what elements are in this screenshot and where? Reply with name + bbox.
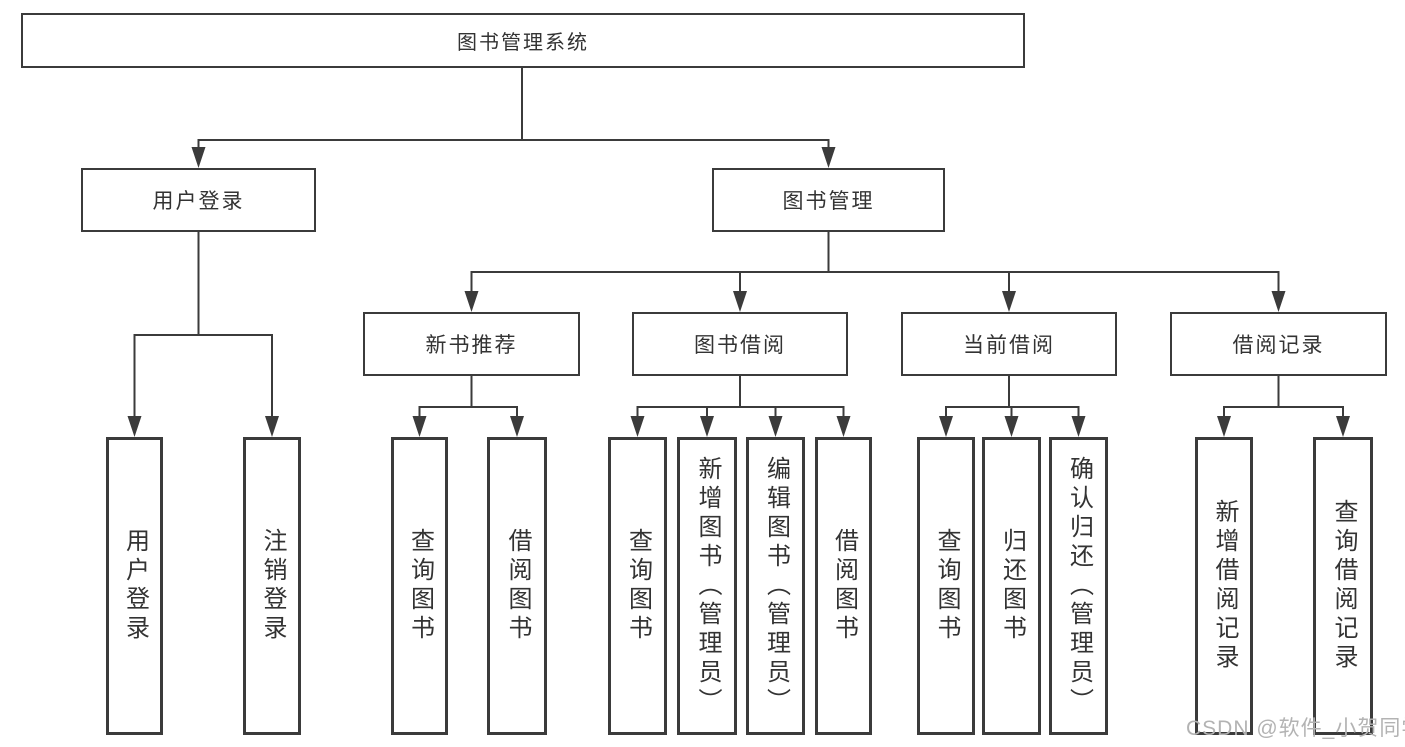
arrow-head <box>265 416 279 437</box>
connector-book-management-children <box>464 232 1286 312</box>
arrow-head <box>127 416 142 437</box>
node-root-system: 图书管理系统 <box>21 13 1025 68</box>
leaf-user-login: 用户登录 <box>106 437 163 735</box>
arrow-head <box>412 416 427 437</box>
arrow-head <box>630 416 645 437</box>
leaf-recommend-borrow-books: 借阅图书 <box>487 437 547 735</box>
arrow-head <box>191 147 206 168</box>
connector-root-to-level1 <box>191 68 836 168</box>
leaf-records-query-record: 查询借阅记录 <box>1313 437 1373 735</box>
leaf-current-confirm-return: 确认归还（管理员） <box>1049 437 1108 735</box>
arrow-head <box>1002 291 1016 312</box>
connector-book-borrowing-children <box>630 376 851 437</box>
arrow-head <box>733 291 747 312</box>
leaf-logout: 注销登录 <box>243 437 301 735</box>
arrow-head <box>700 416 714 437</box>
node-new-book-recommend: 新书推荐 <box>363 312 580 376</box>
arrow-head <box>836 416 851 437</box>
node-borrowing-records: 借阅记录 <box>1170 312 1387 376</box>
leaf-borrowing-borrow-books: 借阅图书 <box>815 437 872 735</box>
arrow-head <box>1271 291 1286 312</box>
connector-new-book-recommend-children <box>412 376 524 437</box>
connector-borrowing-records-children <box>1217 376 1350 437</box>
arrow-head <box>1071 416 1086 437</box>
leaf-records-add-record: 新增借阅记录 <box>1195 437 1253 735</box>
arrow-head <box>1336 416 1350 437</box>
arrow-head <box>1004 416 1019 437</box>
leaf-current-return-books: 归还图书 <box>982 437 1041 735</box>
connector-user-login-children <box>127 232 279 437</box>
node-user-login: 用户登录 <box>81 168 316 232</box>
arrow-head <box>1217 416 1231 437</box>
node-book-borrowing: 图书借阅 <box>632 312 848 376</box>
arrow-head <box>939 416 953 437</box>
arrow-head <box>768 416 783 437</box>
leaf-borrowing-add-books: 新增图书（管理员） <box>677 437 737 735</box>
connector-current-borrowing-children <box>939 376 1086 437</box>
leaf-recommend-query-books: 查询图书 <box>391 437 448 735</box>
leaf-current-query-books: 查询图书 <box>917 437 975 735</box>
node-current-borrowing: 当前借阅 <box>901 312 1117 376</box>
arrow-head <box>464 291 479 312</box>
arrow-head <box>510 416 524 437</box>
arrow-head <box>821 147 836 168</box>
node-book-management: 图书管理 <box>712 168 945 232</box>
leaf-borrowing-query-books: 查询图书 <box>608 437 667 735</box>
csdn-watermark: CSDN @软件_小贺同学 <box>1186 717 1405 740</box>
leaf-borrowing-edit-books: 编辑图书（管理员） <box>746 437 805 735</box>
